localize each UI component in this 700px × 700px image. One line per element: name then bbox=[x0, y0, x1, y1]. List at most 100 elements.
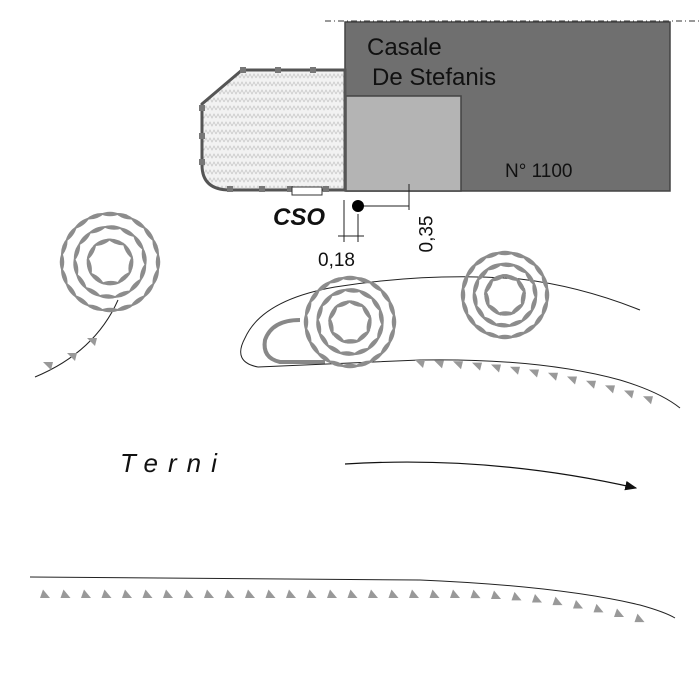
edge-mark bbox=[327, 589, 337, 598]
courtyard-gate bbox=[291, 186, 323, 196]
leaf bbox=[532, 280, 538, 301]
road-edge-marks-upper bbox=[415, 360, 653, 405]
leaf bbox=[118, 227, 136, 238]
garden-bed-outline bbox=[240, 276, 641, 368]
building-name-line2: De Stefanis bbox=[372, 64, 497, 91]
leaf bbox=[316, 303, 323, 323]
courtyard-post bbox=[323, 186, 329, 192]
leaf bbox=[484, 288, 490, 309]
edge-mark bbox=[40, 589, 50, 598]
building-name-line1: Casale bbox=[367, 34, 442, 61]
leaf bbox=[388, 326, 396, 346]
edge-mark bbox=[43, 362, 53, 370]
leaf bbox=[316, 351, 333, 364]
edge-mark bbox=[183, 589, 194, 598]
edge-mark bbox=[163, 589, 173, 598]
edge-mark bbox=[429, 589, 440, 598]
leaf bbox=[367, 280, 384, 293]
road-edge-upper bbox=[257, 359, 681, 409]
leaf bbox=[481, 316, 499, 327]
leaf bbox=[128, 278, 143, 293]
leaf bbox=[122, 242, 134, 260]
edge-mark bbox=[624, 390, 634, 399]
leaf bbox=[141, 247, 147, 267]
leaf bbox=[85, 213, 105, 220]
leaf bbox=[515, 276, 526, 294]
edge-mark bbox=[224, 589, 235, 598]
edge-mark bbox=[81, 589, 91, 598]
leaf bbox=[115, 213, 135, 220]
leaf bbox=[460, 285, 466, 305]
edge-mark bbox=[548, 372, 558, 381]
edge-mark bbox=[245, 589, 255, 598]
leaf bbox=[474, 303, 486, 321]
offset-horizontal-label: 0,18 bbox=[318, 250, 355, 271]
leaf bbox=[328, 303, 338, 322]
arrow-right-icon bbox=[344, 461, 638, 491]
leaf bbox=[379, 339, 392, 356]
leaf bbox=[325, 344, 343, 355]
edge-mark bbox=[415, 360, 425, 368]
leaf bbox=[61, 267, 68, 287]
leaf bbox=[544, 285, 550, 305]
leaf bbox=[59, 252, 65, 272]
edge-mark bbox=[586, 380, 596, 389]
leaf bbox=[84, 286, 102, 297]
edge-mark bbox=[453, 361, 463, 370]
edge-mark bbox=[552, 596, 563, 606]
courtyard-post bbox=[227, 186, 233, 192]
leaf bbox=[377, 321, 384, 341]
leaf bbox=[521, 255, 538, 267]
leaf bbox=[388, 298, 396, 318]
leaf bbox=[379, 288, 392, 305]
leaf bbox=[326, 360, 346, 368]
leaf bbox=[316, 316, 322, 337]
leaf bbox=[330, 330, 346, 344]
leaf bbox=[328, 315, 334, 336]
leaf bbox=[304, 298, 312, 318]
edge-mark bbox=[67, 353, 77, 361]
edge-mark bbox=[142, 589, 153, 598]
leaf bbox=[367, 351, 384, 364]
leaf bbox=[340, 339, 361, 344]
edge-mark bbox=[511, 591, 522, 601]
leaf bbox=[501, 274, 521, 281]
leaf bbox=[88, 226, 107, 234]
courtyard-post bbox=[310, 67, 316, 73]
leaf bbox=[152, 267, 159, 287]
leaf bbox=[133, 234, 145, 251]
edge-mark bbox=[101, 589, 112, 598]
road-edge-marks-lower bbox=[40, 589, 645, 623]
edge-mark bbox=[573, 599, 583, 609]
courtyard-post bbox=[199, 159, 205, 165]
edge-mark bbox=[388, 589, 399, 598]
leaf bbox=[370, 295, 382, 313]
garden-bed-inner-path bbox=[262, 318, 325, 364]
leaf bbox=[73, 242, 81, 262]
leaf bbox=[509, 302, 525, 316]
leaf bbox=[316, 280, 333, 293]
curb-left-marks bbox=[43, 338, 97, 370]
leaf bbox=[65, 225, 78, 242]
leaf bbox=[89, 272, 105, 285]
edge-mark bbox=[643, 396, 653, 405]
edge-mark bbox=[347, 589, 358, 598]
leaf bbox=[139, 262, 147, 282]
leaf bbox=[485, 303, 502, 316]
road-name-label: Terni bbox=[120, 448, 227, 478]
leaf bbox=[128, 255, 134, 276]
leaf bbox=[86, 243, 97, 261]
leaf bbox=[530, 294, 538, 314]
leaf bbox=[541, 272, 549, 292]
leaf bbox=[73, 294, 90, 307]
dimension-lines bbox=[338, 184, 410, 242]
civic-number-label: N° 1100 bbox=[505, 161, 573, 182]
leaf bbox=[520, 308, 535, 323]
leaf bbox=[65, 282, 78, 299]
edge-mark bbox=[605, 385, 615, 394]
leaf bbox=[506, 319, 526, 327]
leaf bbox=[346, 300, 366, 308]
leaf bbox=[116, 271, 132, 285]
leaf bbox=[484, 263, 504, 271]
edge-mark bbox=[491, 590, 501, 599]
